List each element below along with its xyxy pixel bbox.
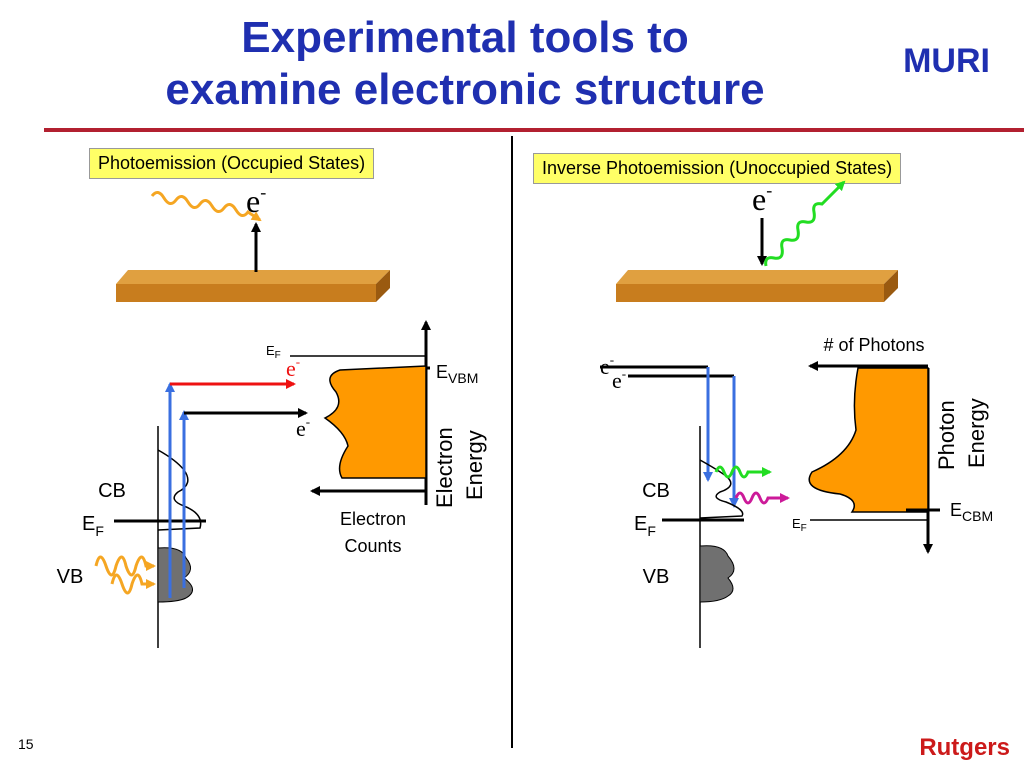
left-photon-wave-1 — [94, 555, 156, 577]
left-ef-small-label: EF — [266, 343, 281, 361]
right-electron-label-2: e- — [612, 366, 626, 393]
left-axis-label-2: Energy — [462, 430, 487, 500]
photoemission-header: Photoemission (Occupied States) — [89, 148, 375, 179]
page-number: 15 — [18, 736, 34, 752]
inverse-photoemission-header: Inverse Photoemission (Unoccupied States… — [533, 153, 902, 184]
left-cb-label: CB — [98, 480, 126, 502]
right-ecbm-label: ECBM — [950, 500, 993, 524]
right-axis-label-1: Photon — [934, 400, 959, 470]
left-axis-label-1: Electron — [432, 427, 457, 508]
left-photoemission-spectrum — [323, 365, 427, 479]
right-inverse-spectrum — [808, 367, 929, 513]
right-cb-dos-curve — [699, 459, 744, 519]
right-vb-label: VB — [643, 566, 670, 588]
title-line-2: examine electronic structure — [165, 65, 765, 114]
left-incoming-photon — [150, 191, 262, 222]
muri-logo: MURI — [903, 42, 990, 80]
right-cb-label: CB — [642, 480, 670, 502]
left-counts-label-1: Electron — [340, 509, 406, 529]
right-ef-label: EF — [634, 513, 656, 539]
left-vb-label: VB — [57, 566, 84, 588]
right-magenta-photon — [734, 491, 790, 505]
right-electron-symbol: e- — [752, 180, 772, 217]
panel-divider — [511, 136, 513, 748]
right-axis-label-2: Energy — [964, 398, 989, 468]
right-photons-label: # of Photons — [823, 335, 924, 355]
right-vb-dos — [699, 545, 735, 603]
slide-title: Experimental tools to examine electronic… — [0, 12, 930, 116]
right-ef-small-label: EF — [792, 516, 807, 534]
right-sample-slab — [616, 270, 898, 302]
left-photon-wave-2 — [110, 573, 156, 595]
right-outgoing-photon — [764, 180, 846, 267]
left-cb-dos-curve — [157, 449, 202, 531]
left-red-electron-label: e- — [286, 354, 300, 381]
title-line-1: Experimental tools to — [241, 13, 689, 62]
rutgers-footer: Rutgers — [919, 734, 1010, 761]
left-ef-label: EF — [82, 513, 104, 539]
left-evbm-label: EVBM — [436, 362, 478, 386]
left-black-electron-label: e- — [296, 414, 310, 441]
title-rule — [44, 128, 1024, 132]
left-counts-label-2: Counts — [344, 536, 401, 556]
left-vb-dos — [157, 547, 193, 603]
right-green-photon — [714, 465, 772, 479]
left-electron-symbol: e- — [246, 182, 266, 219]
left-sample-slab — [116, 270, 390, 302]
